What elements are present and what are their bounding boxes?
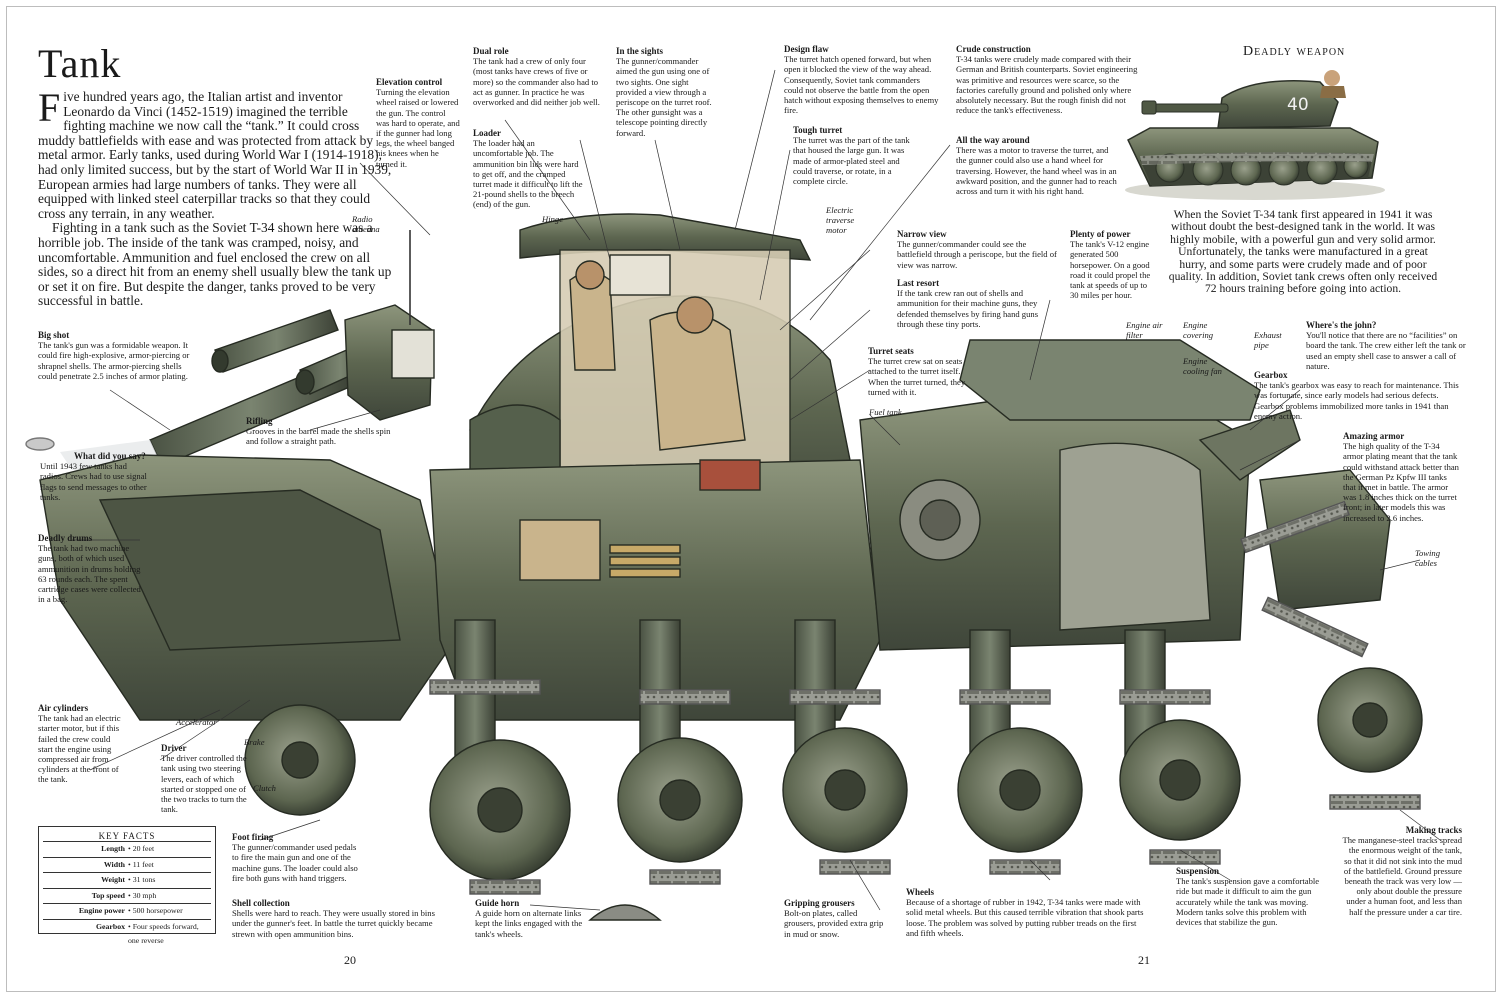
label-radio-antenna: Radio antenna — [352, 214, 380, 234]
label-clutch: Clutch — [253, 783, 276, 793]
label-hinge: Hinge — [542, 214, 564, 224]
drop-cap: F — [38, 85, 61, 130]
key-fact-row: Top speed• 30 mph — [43, 887, 211, 904]
label-engine-cooling-fan: Engine cooling fan — [1183, 356, 1222, 376]
deadly-weapon-title: Deadly weapon — [1243, 44, 1346, 59]
key-facts-title: KEY FACTS — [98, 831, 156, 841]
key-fact-row: Gearbox• Four speeds forward, one revers… — [43, 918, 211, 949]
intro-paragraph-1: ive hundred years ago, the Italian artis… — [38, 89, 392, 221]
t34-cutaway — [25, 213, 1423, 921]
callout-what-did-you-say: What did you say?Until 1943 few tanks ha… — [40, 451, 147, 502]
key-facts-box: KEY FACTS Length• 20 feet Width• 11 feet… — [38, 826, 216, 945]
label-engine-air-filter: Engine air filter — [1126, 320, 1163, 340]
label-towing-cables: Towing cables — [1415, 548, 1441, 568]
deadly-weapon-text: When the Soviet T-34 tank first appeared… — [1168, 208, 1438, 296]
leader-lines — [72, 69, 1441, 911]
label-fuel-tank: Fuel tank — [869, 407, 902, 417]
key-fact-row: Weight• 31 tons — [43, 872, 211, 888]
key-fact-row: Length• 20 feet — [43, 841, 211, 857]
label-electric-traverse-motor: Electric traverse motor — [826, 205, 855, 235]
page-number-right: 21 — [1138, 953, 1150, 967]
intro-paragraph-2: Fighting in a tank such as the Soviet T-… — [38, 220, 392, 309]
deadly-weapon-tank-illustration: 40 — [1125, 70, 1385, 200]
label-engine-covering: Engine covering — [1183, 320, 1214, 340]
label-brake: Brake — [244, 737, 265, 747]
page-frame — [6, 6, 1496, 992]
key-fact-row: Width• 11 feet — [43, 856, 211, 873]
key-fact-row: Engine power• 500 horsepower — [43, 903, 211, 919]
label-accelerator: Accelerator — [176, 717, 217, 727]
callout-wheres-the-john: Where's the john?You'll notice that ther… — [1306, 320, 1466, 371]
page-number-left: 20 — [344, 953, 356, 967]
page-title: Tank — [38, 41, 122, 86]
label-exhaust-pipe: Exhaust pipe — [1254, 330, 1282, 350]
turret-number: 40 — [1287, 95, 1309, 115]
